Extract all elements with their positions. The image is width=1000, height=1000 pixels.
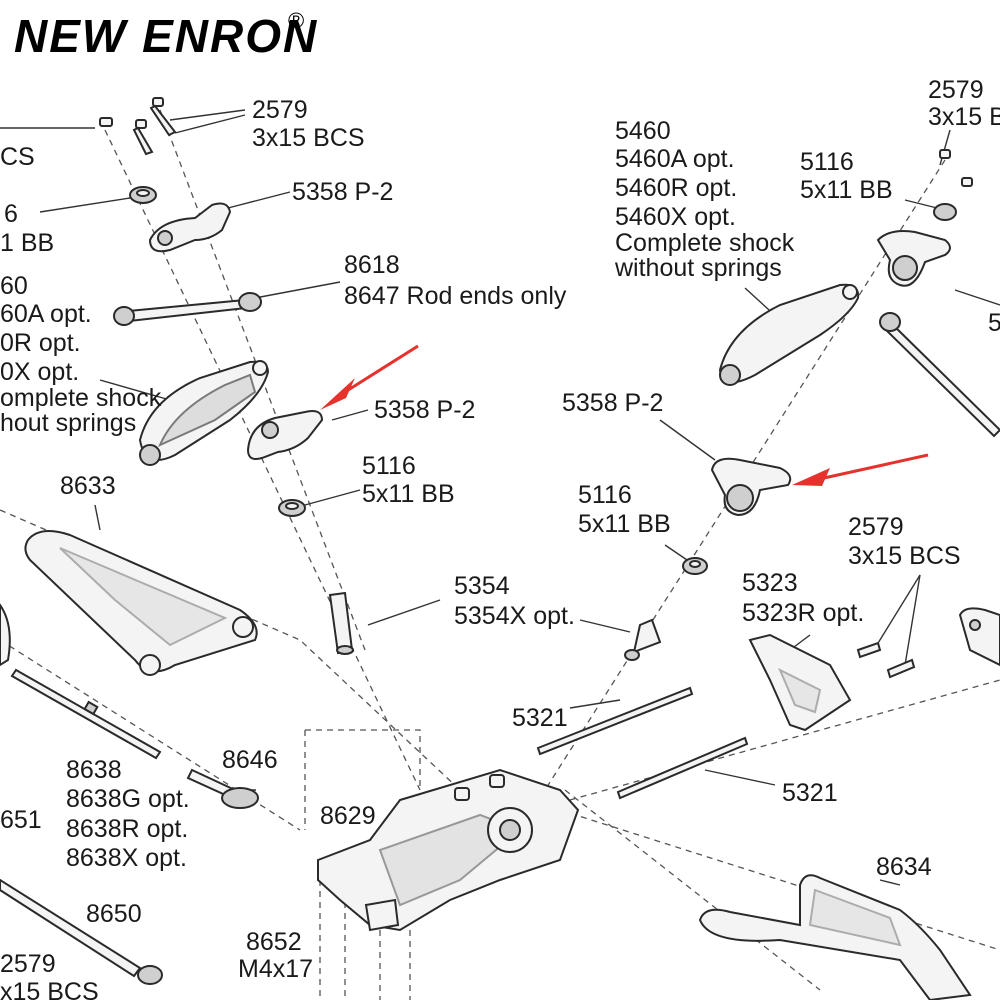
driveshaft-8650: [0, 878, 163, 985]
label-5354x: 5354X opt.: [454, 602, 575, 630]
screws-2579-right: [856, 641, 916, 679]
registered-mark: ®: [288, 8, 304, 33]
label-m4x17: M4x17: [238, 955, 313, 983]
label-3x15-right: 3x15 BCS: [848, 542, 961, 570]
label-5323: 5323: [742, 569, 798, 597]
post-5354-right: [624, 618, 662, 661]
mount-5323: [748, 633, 852, 732]
label-5323r: 5323R opt.: [742, 599, 864, 627]
label-5358-top: 5358 P-2: [292, 178, 393, 206]
label-cut-60r: 0R opt.: [0, 329, 81, 357]
label-8650: 8650: [86, 900, 142, 928]
label-cut-2579: 2579: [0, 950, 56, 978]
label-5116-left: 5116: [362, 452, 416, 480]
label-cut-3x15: x15 BCS: [0, 978, 99, 1000]
pin-5321-a: [536, 686, 694, 756]
rod-right: [879, 312, 1000, 438]
pin-5321-b: [616, 736, 749, 800]
rod-8618: [113, 292, 262, 326]
arm-8633: [24, 530, 258, 676]
label-8633: 8633: [60, 472, 116, 500]
label-8638r: 8638R opt.: [66, 815, 188, 843]
post-5354-left: [328, 591, 354, 655]
leader-lines: [0, 109, 1000, 886]
label-cut-60: 60: [0, 272, 28, 300]
label-cut-6: 6: [4, 200, 18, 228]
label-cut-651: 651: [0, 806, 42, 834]
label-cut-5-a: 5: [988, 309, 1000, 337]
label-2579-right: 2579: [848, 513, 904, 541]
label-8629: 8629: [320, 802, 376, 830]
screw-2579-top-right: [939, 149, 973, 187]
label-cut-60a: 60A opt.: [0, 300, 92, 328]
label-5116-right: 5116: [578, 481, 632, 509]
label-5460: 5460: [615, 117, 671, 145]
label-5358-mid: 5358 P-2: [374, 396, 475, 424]
bulkhead-8629: [317, 768, 580, 932]
label-complete-shock-right: Complete shock: [615, 229, 795, 257]
bracket-right-edge: [958, 607, 1000, 667]
brand-logo: NEW ENRON: [14, 10, 318, 62]
red-arrow-left: [320, 344, 419, 410]
label-5x11-left: 5x11 BB: [362, 480, 455, 508]
bearing-5116-right: [682, 557, 708, 575]
bearing-5116-left-top: [129, 186, 157, 204]
label-8638g: 8638G opt.: [66, 785, 190, 813]
label-without-springs-right: without springs: [614, 254, 782, 282]
label-5321-b: 5321: [782, 779, 838, 807]
label-5358-right: 5358 P-2: [562, 389, 663, 417]
label-8634: 8634: [876, 853, 932, 881]
label-8646: 8646: [222, 746, 278, 774]
red-arrow-right: [792, 453, 929, 486]
rocker-5358-top: [148, 202, 232, 253]
rocker-top-right: [876, 230, 951, 287]
bearing-5116-left: [278, 499, 306, 517]
arm-8634: [698, 874, 972, 1000]
label-8647: 8647 Rod ends only: [344, 282, 567, 310]
label-5x11-right: 5x11 BB: [578, 510, 671, 538]
rocker-5358-mid: [246, 410, 324, 460]
label-5460r: 5460R opt.: [615, 174, 737, 202]
label-8618: 8618: [344, 251, 400, 279]
label-cut-60x: 0X opt.: [0, 358, 79, 386]
label-cut-1bb: 1 BB: [0, 229, 54, 257]
label-3x15-top: 3x15 BCS: [252, 124, 365, 152]
shock-left: [138, 360, 270, 466]
label-5321-a: 5321: [512, 704, 568, 732]
labels: 2579 3x15 BCS 5358 P-2 8618 8647 Rod end…: [0, 76, 1000, 1000]
bearing-5116-top-right: [933, 203, 957, 221]
label-2579-top-right: 2579: [928, 76, 984, 104]
shock-right: [718, 283, 860, 386]
label-2579-top: 2579: [252, 96, 308, 124]
label-cut-without: hout springs: [0, 409, 136, 437]
pin-8638: [10, 668, 162, 760]
rod-end-8646: [186, 768, 259, 809]
label-5x11-top-right: 5x11 BB: [800, 176, 893, 204]
wheel-edge-left: [0, 603, 11, 667]
label-5460a: 5460A opt.: [615, 145, 735, 173]
screw-2579-left: [99, 97, 177, 156]
label-5116-top-right: 5116: [800, 148, 854, 176]
label-3x15-top-right: 3x15 B: [928, 103, 1000, 131]
label-8652: 8652: [246, 928, 302, 956]
rocker-5358-right: [710, 457, 792, 517]
label-5354: 5354: [454, 572, 510, 600]
label-cut-complete: omplete shock: [0, 384, 162, 412]
label-8638x: 8638X opt.: [66, 844, 187, 872]
label-cut-cs: CS: [0, 143, 35, 171]
label-8638: 8638: [66, 756, 122, 784]
label-5460x: 5460X opt.: [615, 203, 736, 231]
